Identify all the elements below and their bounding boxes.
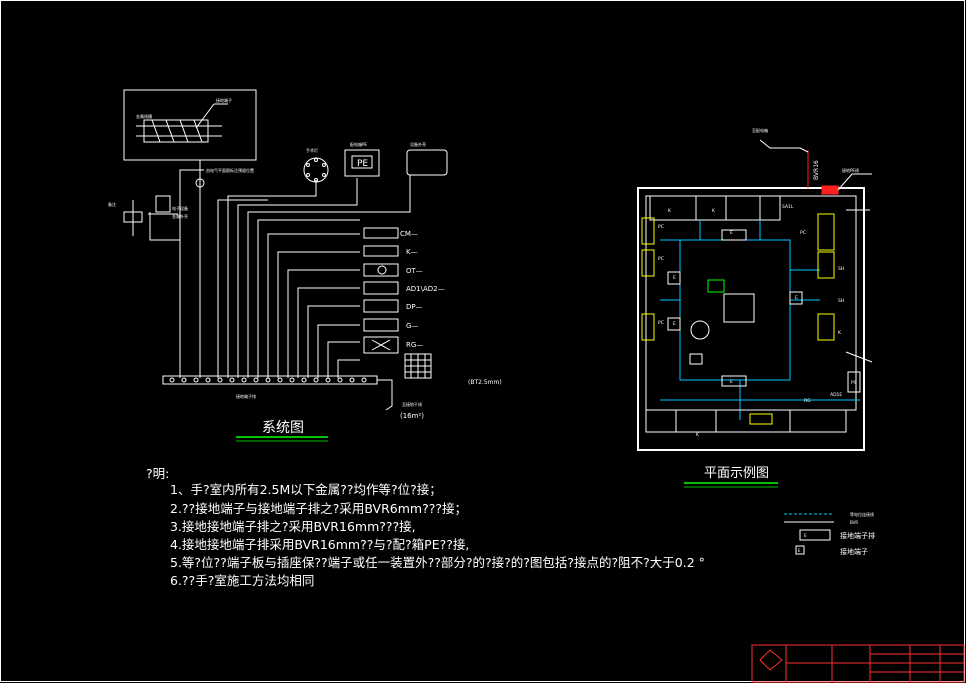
bus-bar-note: 接地端子排 [236, 393, 256, 399]
bvr-label: BVR16 [813, 160, 820, 180]
ad-label: AD1\AD2— [406, 285, 445, 293]
svg-text:PC: PC [800, 230, 806, 236]
bus-bar-terminals [169, 377, 367, 383]
k-device [363, 245, 399, 257]
pe-box [344, 149, 380, 177]
note-1: 1、手?室内所有2.5M以下金属??均作等?位?接； [170, 482, 442, 497]
g-label: G— [406, 322, 418, 330]
svg-text:K: K [668, 208, 672, 214]
ad-device [363, 281, 399, 295]
svg-text:E: E [730, 379, 733, 385]
upper-right-device [406, 149, 448, 176]
room-outer-wall [637, 187, 865, 451]
legend-bvr-label: BVR [850, 520, 858, 525]
sh-panel-2 [817, 251, 835, 279]
ground-mesh [404, 353, 432, 379]
svg-text:E: E [795, 295, 798, 301]
svg-text:K: K [696, 432, 700, 438]
cm-label: CM— [400, 230, 418, 238]
cable-tray-symbol [136, 103, 228, 143]
svg-text:E: E [673, 321, 676, 327]
legend-terminal-label: 接地端子 [840, 547, 868, 556]
equipment-enclosure [123, 89, 257, 161]
bottom-panel [749, 413, 773, 425]
floor-plan [637, 139, 873, 451]
note-4: 4.接地接地端子排采用BVR16mm??与?配?箱PE??接, [170, 537, 469, 552]
cm-device [363, 227, 399, 239]
g-device [363, 318, 399, 332]
svg-text:PC: PC [658, 224, 664, 230]
ot-device [363, 263, 399, 277]
pe-entry [821, 185, 839, 195]
legend-box-symbol: E [804, 533, 807, 538]
svg-text:SA1L: SA1L [782, 204, 794, 210]
plan-title: 平面示例图 [704, 466, 769, 481]
circle-device-note: 手术灯 [306, 147, 318, 153]
legend-bus-label: 等电位连接线 [850, 511, 874, 517]
svg-text:PC: PC [658, 256, 664, 262]
note-5: 5.等?位??端子板与插座保??端子或任一装置外??部分?的?接?的?图包括?接… [170, 555, 705, 570]
note-6: 6.??手?室施工方法均相同 [170, 573, 314, 588]
plan-legend: 等电位连接线 BVR E 接地端子排 E 接地端子 [784, 511, 875, 556]
dp-label: DP— [406, 303, 423, 311]
plan-tags: PC PC PC PC K K K SH SH K SA1L E E E E E… [658, 204, 857, 438]
svg-text:AD1E: AD1E [830, 392, 842, 398]
svg-text:SH: SH [838, 298, 844, 304]
rg-label: RG— [406, 341, 423, 349]
op-lamp [707, 279, 725, 293]
pc-panel-1 [641, 217, 655, 245]
upper-right-device-note: 设备外壳 [410, 141, 426, 147]
plan-entry-note: 至配电箱 [752, 127, 768, 133]
ot-label: OT— [406, 267, 423, 275]
note-2: 2.??接地端子与接地端子排之?采用BVR6mm???接； [170, 501, 467, 516]
svg-text:K: K [838, 330, 842, 336]
dp-device [363, 299, 399, 313]
notes-title: ?明: [146, 466, 169, 481]
room-inner-wall [645, 195, 857, 411]
legend-box-label: 接地端子排 [840, 531, 875, 540]
sh-panel-3 [817, 313, 835, 341]
svg-text:E: E [673, 275, 676, 281]
system-diagram: 金属线槽 接地端子 由电气平面图标注预留位置 备注 电子设备 金属外壳 手术 [108, 89, 448, 411]
wire-note-label: (BT2.5mm) [468, 379, 502, 386]
rg-device [363, 336, 399, 354]
left-device-note: 备注 [108, 201, 116, 207]
title-block [751, 644, 965, 683]
svg-text:SH: SH [838, 266, 844, 272]
company-logo [759, 649, 783, 671]
pc-panel-3 [641, 313, 655, 341]
svg-text:PS: PS [851, 380, 857, 386]
k-label: K— [406, 248, 418, 256]
equipotential-loop [679, 239, 791, 381]
legend-terminal-symbol: E [798, 548, 801, 553]
ground-size-label: (16m²) [400, 412, 424, 420]
svg-text:RG: RG [804, 398, 811, 404]
pe-line-label: 接地PE线 [842, 167, 859, 173]
pc-panel-2 [641, 249, 655, 277]
left-device-note-3: 金属外壳 [172, 213, 188, 219]
sh-panel-1 [817, 213, 835, 251]
tray-note-2: 接地端子 [216, 97, 232, 103]
system-title: 系统图 [262, 420, 304, 436]
note-3: 3.接地接地端子排之?采用BVR16mm???接, [170, 519, 416, 534]
svg-text:E: E [730, 230, 733, 236]
pe-box-label: PE [357, 159, 368, 169]
svg-text:PC: PC [658, 320, 664, 326]
left-device-note-2: 电子设备 [172, 205, 188, 211]
drop-note: 由电气平面图标注预留位置 [206, 167, 254, 173]
svg-text:K: K [712, 208, 716, 214]
pe-box-note: 配电箱PE [350, 141, 367, 147]
ground-note: 至接地干线 [402, 401, 422, 407]
tray-note: 金属线槽 [136, 113, 152, 119]
notes: ?明: 1、手?室内所有2.5M以下金属??均作等?位?接； 2.??接地端子与… [146, 466, 705, 588]
